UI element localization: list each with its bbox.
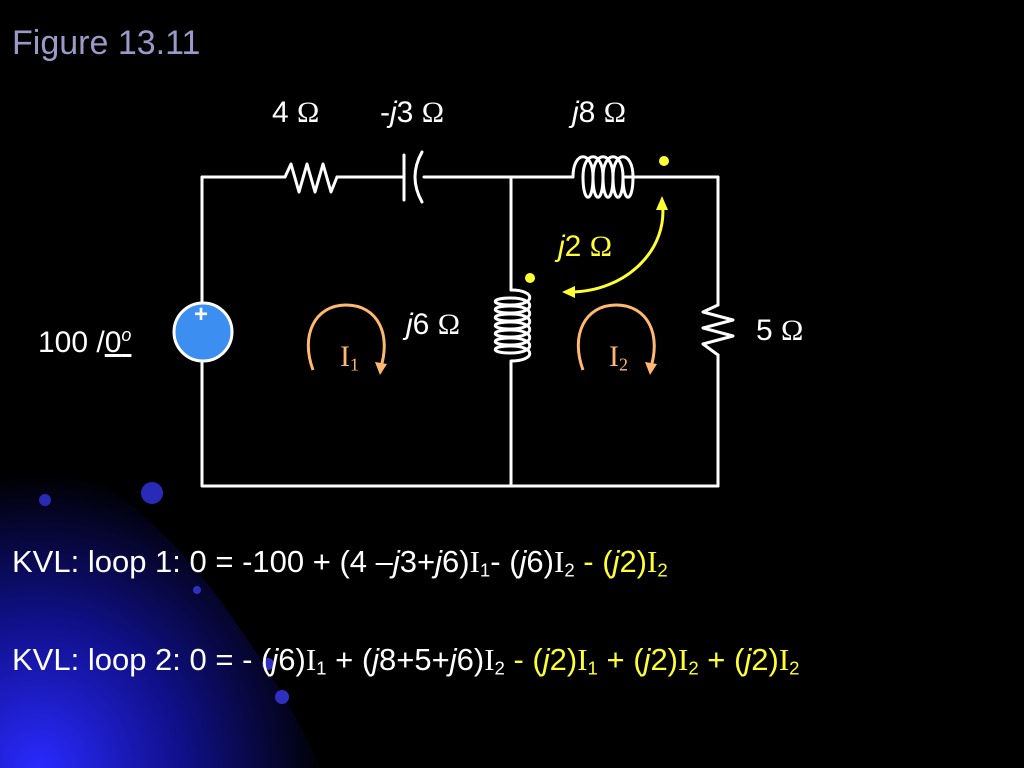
bubble [262,658,274,670]
page-title: Figure 13.11 [12,24,201,62]
label-inductor-j6: j6 Ω [406,308,460,341]
kvl-loop-2-mutual-terms: - (j2)I1 + (j2)I2 + (j2)I2 [504,642,800,679]
mutual-arrowhead-left [562,286,575,298]
label-capacitor: -j3 Ω [380,96,444,129]
mesh-loop-1-arrowhead [375,362,387,375]
resistor-5-symbol [701,303,735,357]
mesh-current-i2: I2 [609,340,628,375]
source-plus-sign: + [194,301,209,328]
capacitor-curved-plate [413,150,424,204]
bubble [275,690,289,704]
mesh-current-i1: I1 [340,340,359,375]
resistor-4-symbol [283,162,339,194]
kvl-loop-1-equation: KVL: loop 1: 0 = -100 + (4 –j3+j6)I1- (j… [12,544,668,581]
bubble [39,494,51,506]
bubble [193,586,201,594]
mutual-coupling-arrow [569,199,665,294]
label-inductor-j8: j8 Ω [572,96,626,129]
mesh-loop-1-arc [306,303,386,371]
kvl-loop-1-mutual-term: - (j2)I2 [574,544,668,581]
mesh-loop-2-arc [576,303,656,371]
bubble [141,482,163,504]
polarity-dot-l2 [525,273,535,283]
kvl-loop-2-equation: KVL: loop 2: 0 = - (j6)I1 + (j8+5+j6)I2 … [12,642,800,679]
label-mutual-j2: j2 Ω [558,230,612,263]
voltage-source [172,301,234,363]
inductor-j6-symbol [493,288,532,370]
label-resistor-4: 4 Ω [272,96,320,129]
wire-left-lower [200,358,720,488]
mesh-loop-2-arrowhead [645,362,657,375]
inductor-j8-symbol [571,155,650,199]
label-resistor-5: 5 Ω [756,314,804,347]
label-source: 100 /0o [38,325,132,359]
polarity-dot-l1 [659,156,669,166]
blue-swoosh [0,440,320,768]
mutual-arrowhead-top [656,196,668,210]
